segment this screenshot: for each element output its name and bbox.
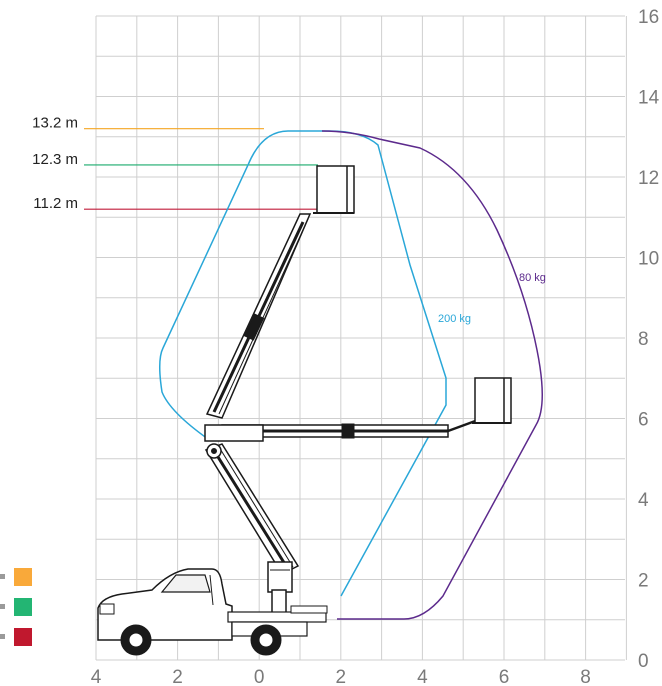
y-tick-label: 12 [638, 168, 659, 189]
height-marker-label: 11.2 m [33, 195, 78, 212]
x-tick-label: 4 [417, 667, 428, 686]
lower-platform [472, 377, 512, 424]
y-axis-tick-labels: 0 2 4 6 8 10 12 14 16 [638, 7, 660, 672]
legend-swatch-green [14, 598, 32, 616]
y-tick-label: 2 [638, 571, 649, 592]
legend-swatch-red [14, 628, 32, 646]
height-markers: 13.2 m 12.3 m 11.2 m [32, 115, 318, 212]
envelope-200kg [159, 130, 447, 597]
x-tick-label: 8 [580, 667, 591, 686]
y-tick-label: 14 [638, 88, 660, 109]
y-tick-label: 6 [638, 410, 649, 431]
envelope-label-80kg: 80 kg [519, 272, 546, 284]
y-tick-label: 10 [638, 249, 659, 270]
envelope-80kg [321, 130, 543, 620]
x-tick-label: 2 [336, 667, 347, 686]
legend-clipped-text [0, 634, 5, 639]
legend-swatch-orange [14, 568, 32, 586]
truck-wheels [120, 624, 282, 656]
legend-clipped-text [0, 604, 5, 609]
legend-swatches [0, 568, 32, 646]
raised-boom [205, 213, 312, 419]
y-tick-label: 16 [638, 7, 659, 28]
legend-clipped-text [0, 574, 5, 579]
y-tick-label: 4 [638, 490, 649, 511]
x-tick-label: 2 [172, 667, 183, 686]
x-tick-label: 6 [499, 667, 510, 686]
x-tick-label: 0 [254, 667, 265, 686]
envelope-label-200kg: 200 kg [438, 313, 471, 325]
y-tick-label: 0 [638, 651, 649, 672]
lower-boom [204, 443, 300, 575]
horizontal-boom [204, 418, 479, 442]
height-marker-label: 12.3 m [32, 151, 78, 168]
x-tick-label: 4 [91, 667, 102, 686]
upper-platform [313, 165, 355, 214]
y-tick-label: 8 [638, 329, 649, 350]
grid [95, 15, 627, 661]
height-marker-label: 13.2 m [32, 115, 78, 132]
x-axis-tick-labels: 4 2 0 2 4 6 8 [91, 667, 591, 686]
